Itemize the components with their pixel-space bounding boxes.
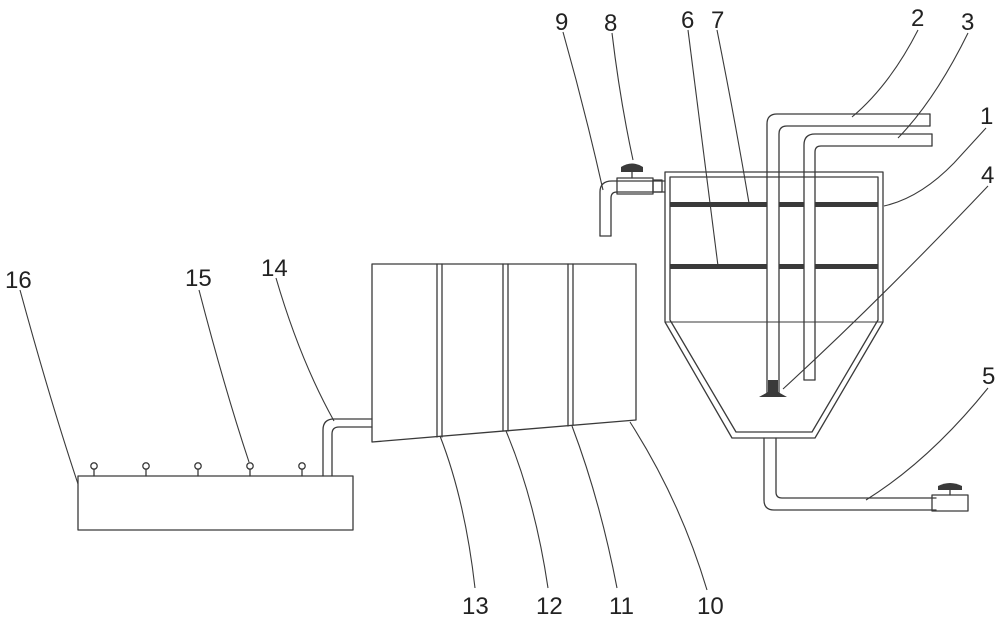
multi-stage-tank <box>371 263 637 443</box>
label-6: 6 <box>681 7 694 34</box>
filter-layer-lower <box>670 264 878 269</box>
nozzles <box>90 462 306 477</box>
inlet-pipe-2 <box>766 113 931 396</box>
label-11: 11 <box>609 593 634 620</box>
drain-pipe-5 <box>763 437 937 511</box>
label-16: 16 <box>5 267 32 294</box>
label-1: 1 <box>980 103 993 130</box>
label-2: 2 <box>911 5 924 32</box>
drain-valve <box>931 483 969 512</box>
valve-8 <box>616 163 663 195</box>
label-12: 12 <box>536 593 563 620</box>
nozzle <box>142 462 150 477</box>
nozzle <box>194 462 202 477</box>
diffuser-nozzle <box>759 380 787 397</box>
label-5: 5 <box>982 363 995 390</box>
nozzle <box>246 462 254 477</box>
label-7: 7 <box>711 7 724 34</box>
outlet-pipe-9 <box>599 180 666 237</box>
leader-lines <box>19 29 989 591</box>
label-13: 13 <box>462 593 489 620</box>
filter-layer-upper <box>670 202 878 207</box>
label-3: 3 <box>961 9 974 36</box>
label-14: 14 <box>261 255 288 282</box>
settling-tank <box>664 171 884 439</box>
nozzle <box>298 462 306 477</box>
labels: 1 2 3 4 5 6 7 8 9 10 11 12 13 14 15 16 <box>5 5 995 620</box>
distribution-box <box>77 475 354 531</box>
inlet-pipe-3 <box>803 133 933 381</box>
label-4: 4 <box>981 162 994 189</box>
nozzle <box>90 462 98 477</box>
label-15: 15 <box>185 265 212 292</box>
label-9: 9 <box>555 9 568 36</box>
connecting-pipe-14 <box>322 418 373 477</box>
label-8: 8 <box>604 10 617 37</box>
label-10: 10 <box>697 593 724 620</box>
